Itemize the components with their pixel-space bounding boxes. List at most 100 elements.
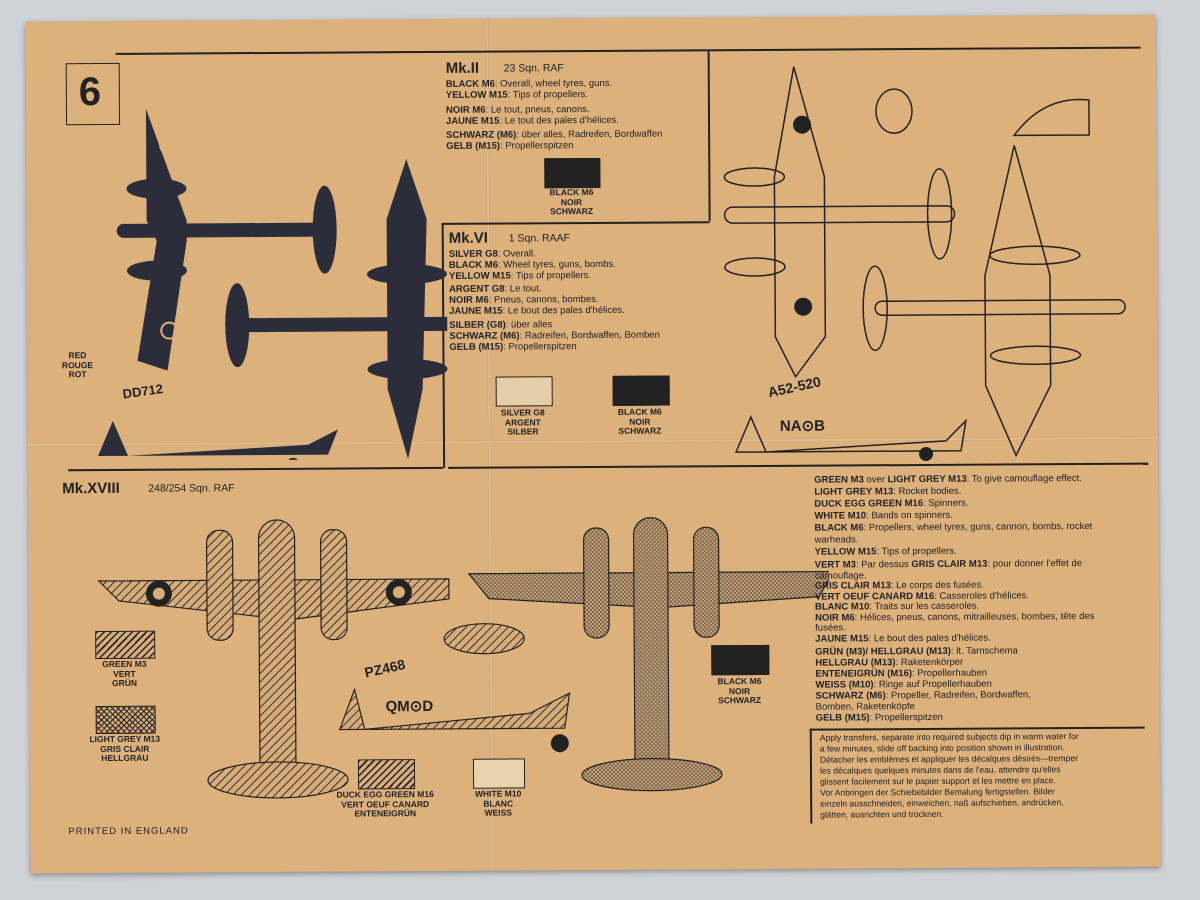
mk18-title: Mk.XVIII [62, 479, 120, 498]
printed-in-england: PRINTED IN ENGLAND [68, 825, 189, 838]
spec-color: GRÜN (M3)/ HELLGRAU (M13) [815, 645, 951, 658]
spec-text: : Tips of propellers. [510, 270, 592, 282]
mid-rule-left [68, 466, 444, 472]
mk6-black-swatch [612, 375, 670, 406]
mk6-squadron: 1 Sqn. RAAF [508, 232, 571, 245]
spec-text: : Tips of propellers. [876, 545, 957, 558]
spec-color: NOIR M6 [449, 294, 489, 306]
spec-text: Bomben, Raketenköpfe [815, 701, 915, 713]
spec-color: WEISS (M10) [815, 679, 874, 691]
spec-color: SILBER (G8) [449, 319, 506, 331]
spec-color: ENTENEIGRÜN (M16) [815, 668, 913, 680]
spec-color: GREEN M3 [814, 474, 864, 486]
spec-text: : Le bout des pales d'hélices. [502, 304, 625, 317]
light-grey-m13-swatch [95, 705, 156, 735]
spec-text: : Pneus, canons, bombes. [488, 293, 599, 306]
spec-line: YELLOW M15: Tips of propellers. [449, 270, 616, 282]
mk2-black-swatch [544, 157, 601, 189]
mk2-french: NOIR M6: Le tout, pneus, canons.JAUNE M1… [446, 104, 619, 127]
spec-text: : Hélices, pneus, canons, mitrailleuses,… [854, 610, 1095, 623]
spec-color: LIGHT GREY M13 [814, 486, 894, 498]
spec-color: HELLGRAU (M13) [815, 657, 896, 669]
duck-egg-green-swatch [357, 759, 416, 790]
code-qmd: QM⊙D [385, 697, 434, 716]
spec-color: JAUNE M15 [449, 305, 503, 317]
spec-text: : Overall. [497, 248, 536, 260]
mk18-squadron: 248/254 Sqn. RAF [148, 482, 235, 495]
mk18-english: GREEN M3 over LIGHT GREY M13: To give ca… [814, 473, 1092, 559]
spec-text: : Le tout. [504, 283, 542, 295]
spec-line: YELLOW M15: Tips of propellers. [446, 89, 612, 101]
spec-text: : Casseroles d'hélices. [934, 589, 1030, 602]
mk6-french: ARGENT G8: Le tout. NOIR M6: Pneus, canon… [449, 283, 625, 317]
spec-text: : Propellerhauben [911, 667, 988, 680]
spec-text: : Tips of propellers. [507, 89, 588, 101]
spec-line: JAUNE M15: Le tout des pales d'hélices. [446, 115, 619, 127]
spec-text: : Raketenkörper [895, 656, 964, 669]
spec-text: : Le tout, pneus, canons. [485, 104, 590, 116]
white-m10-swatch [472, 758, 526, 789]
mk6-silver-swatch [495, 376, 553, 407]
spec-color: JAUNE M15 [815, 632, 869, 645]
spec-line: GELB (M15): Propellerspitzen [816, 711, 1031, 724]
spec-color: GELB (M15) [446, 140, 501, 152]
mk6-plan-views [723, 66, 1126, 461]
spec-text: : Le tout des pales d'hélices. [499, 114, 619, 127]
spec-line: YELLOW M15: Tips of propellers. [815, 545, 1093, 559]
spec-text: over [863, 474, 888, 486]
spec-text: : Le bout des pales d'hélices. [868, 632, 991, 644]
spec-color: WHITE M10 [814, 510, 867, 522]
spec-text: warheads. [814, 534, 859, 546]
spec-color: YELLOW M15 [448, 270, 511, 282]
instruction-sheet: 6 Mk.II 23 Sqn. RAF BLACK M6: Overall, w… [25, 14, 1161, 874]
spec-color: NOIR M6 [445, 104, 486, 116]
transfers-instructions: Apply transfers, separate into required … [820, 731, 1079, 821]
spec-text: : Rocket bodies. [893, 485, 962, 498]
spec-line: GELB (M15): Propellerspitzen [446, 140, 662, 152]
spec-text: : lt. Tarnschema [950, 645, 1018, 657]
mk2-english: BLACK M6: Overall, wheel tyres, guns.YEL… [446, 78, 612, 101]
mk18-french: VERT M3: Par dessus GRIS CLAIR M13: pour… [815, 558, 1095, 645]
top-rule [115, 46, 1141, 55]
spec-line: JAUNE M15: Le bout des pales d'hélices. [815, 632, 1094, 644]
mk18-plan-views [97, 517, 831, 799]
transfers-line: glätten, ausrichten und trocknen. [820, 808, 944, 820]
spec-text: fusées. [815, 622, 846, 634]
mk2-box-bottom [441, 221, 710, 225]
spec-color: YELLOW M15 [445, 89, 508, 101]
spec-text: : Wheel tyres, guns, bombs. [497, 258, 616, 271]
spec-color: GRIS CLAIR M13 [911, 558, 988, 571]
spec-text: : Propeller, Radreifen, Bordwaffen, [885, 689, 1031, 702]
spec-color: JAUNE M15 [445, 115, 500, 127]
spec-text: : Radreifen, Bordwaffen, Bomben [519, 329, 660, 342]
spec-text: : Spinners. [923, 497, 969, 509]
spec-line: GELB (M15): Propellerspitzen [449, 341, 660, 353]
mk18-german: GRÜN (M3)/ HELLGRAU (M13): lt. Tarnschem… [815, 645, 1031, 723]
spec-color: ARGENT G8 [449, 283, 505, 295]
mk2-plan-views [98, 108, 449, 462]
spec-text: : Overall, wheel tyres, guns. [494, 77, 613, 90]
spec-color: GELB (M15) [449, 341, 504, 353]
spec-text: : Ringe auf Propellerhauben [873, 678, 992, 691]
mk2-title: Mk.II [445, 59, 480, 77]
mk6-title: Mk.VI [448, 229, 488, 247]
spec-color: SCHWARZ (M6) [815, 690, 886, 702]
spec-text: : über alles [505, 319, 553, 331]
spec-text: : To give camouflage effect. [966, 473, 1082, 485]
spec-line: JAUNE M15: Le bout des pales d'hélices. [449, 305, 625, 317]
mk2-box-right [707, 51, 711, 222]
code-naob: NA⊙B [779, 417, 826, 435]
spec-text: : Propellerspitzen [503, 341, 577, 353]
code-ypr: YP⊙R [127, 421, 169, 438]
spec-color: LIGHT GREY M13 [887, 473, 967, 486]
spec-color: BLACK M6 [814, 522, 864, 534]
mk2-squadron: 23 Sqn. RAF [503, 62, 564, 75]
spec-text: : über alles, Radreifen, Bordwaffen [516, 128, 663, 141]
transfers-top-rule [809, 726, 1145, 731]
